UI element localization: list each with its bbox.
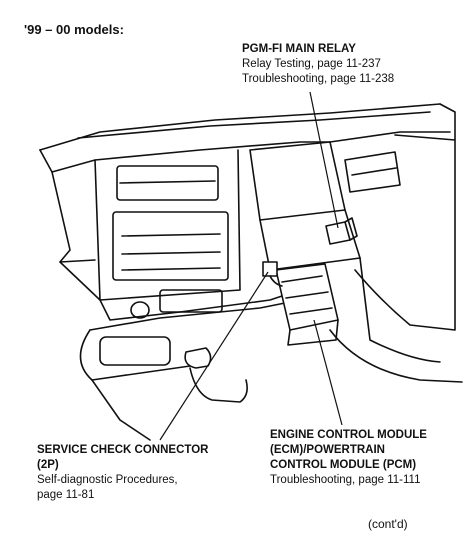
dash-top-edge xyxy=(39,103,441,151)
console-tray xyxy=(99,336,171,366)
models-heading: '99 – 00 models: xyxy=(24,22,124,37)
gear-boot xyxy=(189,367,248,403)
center-stack-outline xyxy=(94,149,241,301)
radio-slot xyxy=(121,251,221,255)
scc-leader xyxy=(159,271,269,441)
scc-title-pins: (2P) xyxy=(37,459,59,471)
service-check-connector xyxy=(262,261,278,277)
gear-shifter xyxy=(184,347,212,369)
relay-leader xyxy=(309,91,339,229)
ecm-title-line1: ENGINE CONTROL MODULE xyxy=(270,429,427,441)
ecm-module xyxy=(275,263,339,331)
radio-panel xyxy=(112,211,229,281)
radio-slot xyxy=(121,233,221,237)
center-vent-slat xyxy=(119,180,216,184)
dash-upper-contour xyxy=(39,131,451,173)
floor-line xyxy=(329,329,463,383)
ashtray xyxy=(159,289,223,313)
ecm-title-line2: (ECM)/POWERTRAIN xyxy=(270,444,385,456)
center-vent xyxy=(116,165,219,201)
main-relay-side xyxy=(344,217,358,241)
ecm-module-detail xyxy=(281,275,333,315)
left-dash-side xyxy=(51,171,96,263)
radio-slot xyxy=(121,267,221,271)
ecm-title-line3: CONTROL MODULE (PCM) xyxy=(270,459,417,471)
floor-console xyxy=(91,379,151,441)
scc-title: SERVICE CHECK CONNECTOR xyxy=(37,444,209,456)
relay-title: PGM-FI MAIN RELAY xyxy=(242,43,356,55)
ecm-troubleshooting-ref: Troubleshooting, page 11-111 xyxy=(270,474,421,486)
ecm-bracket xyxy=(287,319,339,346)
relay-troubleshooting-ref: Troubleshooting, page 11-238 xyxy=(242,73,395,85)
glove-box-lower xyxy=(259,209,361,271)
service-check-callout: SERVICE CHECK CONNECTOR (2P) Self-diagno… xyxy=(37,443,208,503)
relay-callout: PGM-FI MAIN RELAY Relay Testing, page 11… xyxy=(242,42,394,87)
glove-box-top xyxy=(249,141,346,221)
relay-testing-ref: Relay Testing, page 11-237 xyxy=(242,58,381,70)
scc-procedure-ref: Self-diagnostic Procedures, xyxy=(37,474,178,486)
right-vent-slat xyxy=(351,167,397,176)
ecm-callout: ENGINE CONTROL MODULE (ECM)/POWERTRAIN C… xyxy=(270,428,427,488)
dash-top-edge-inner xyxy=(77,111,431,139)
knob xyxy=(130,301,150,319)
continued-note: (cont'd) xyxy=(368,517,408,531)
right-vent xyxy=(344,151,401,193)
dash-right-edge xyxy=(439,103,456,141)
door-panel xyxy=(354,134,456,331)
service-connector-wire xyxy=(269,275,283,287)
lower-console xyxy=(89,299,301,331)
ecm-leader xyxy=(313,319,343,426)
scc-page-ref: page 11-81 xyxy=(37,489,95,501)
kick-panel xyxy=(359,257,441,363)
